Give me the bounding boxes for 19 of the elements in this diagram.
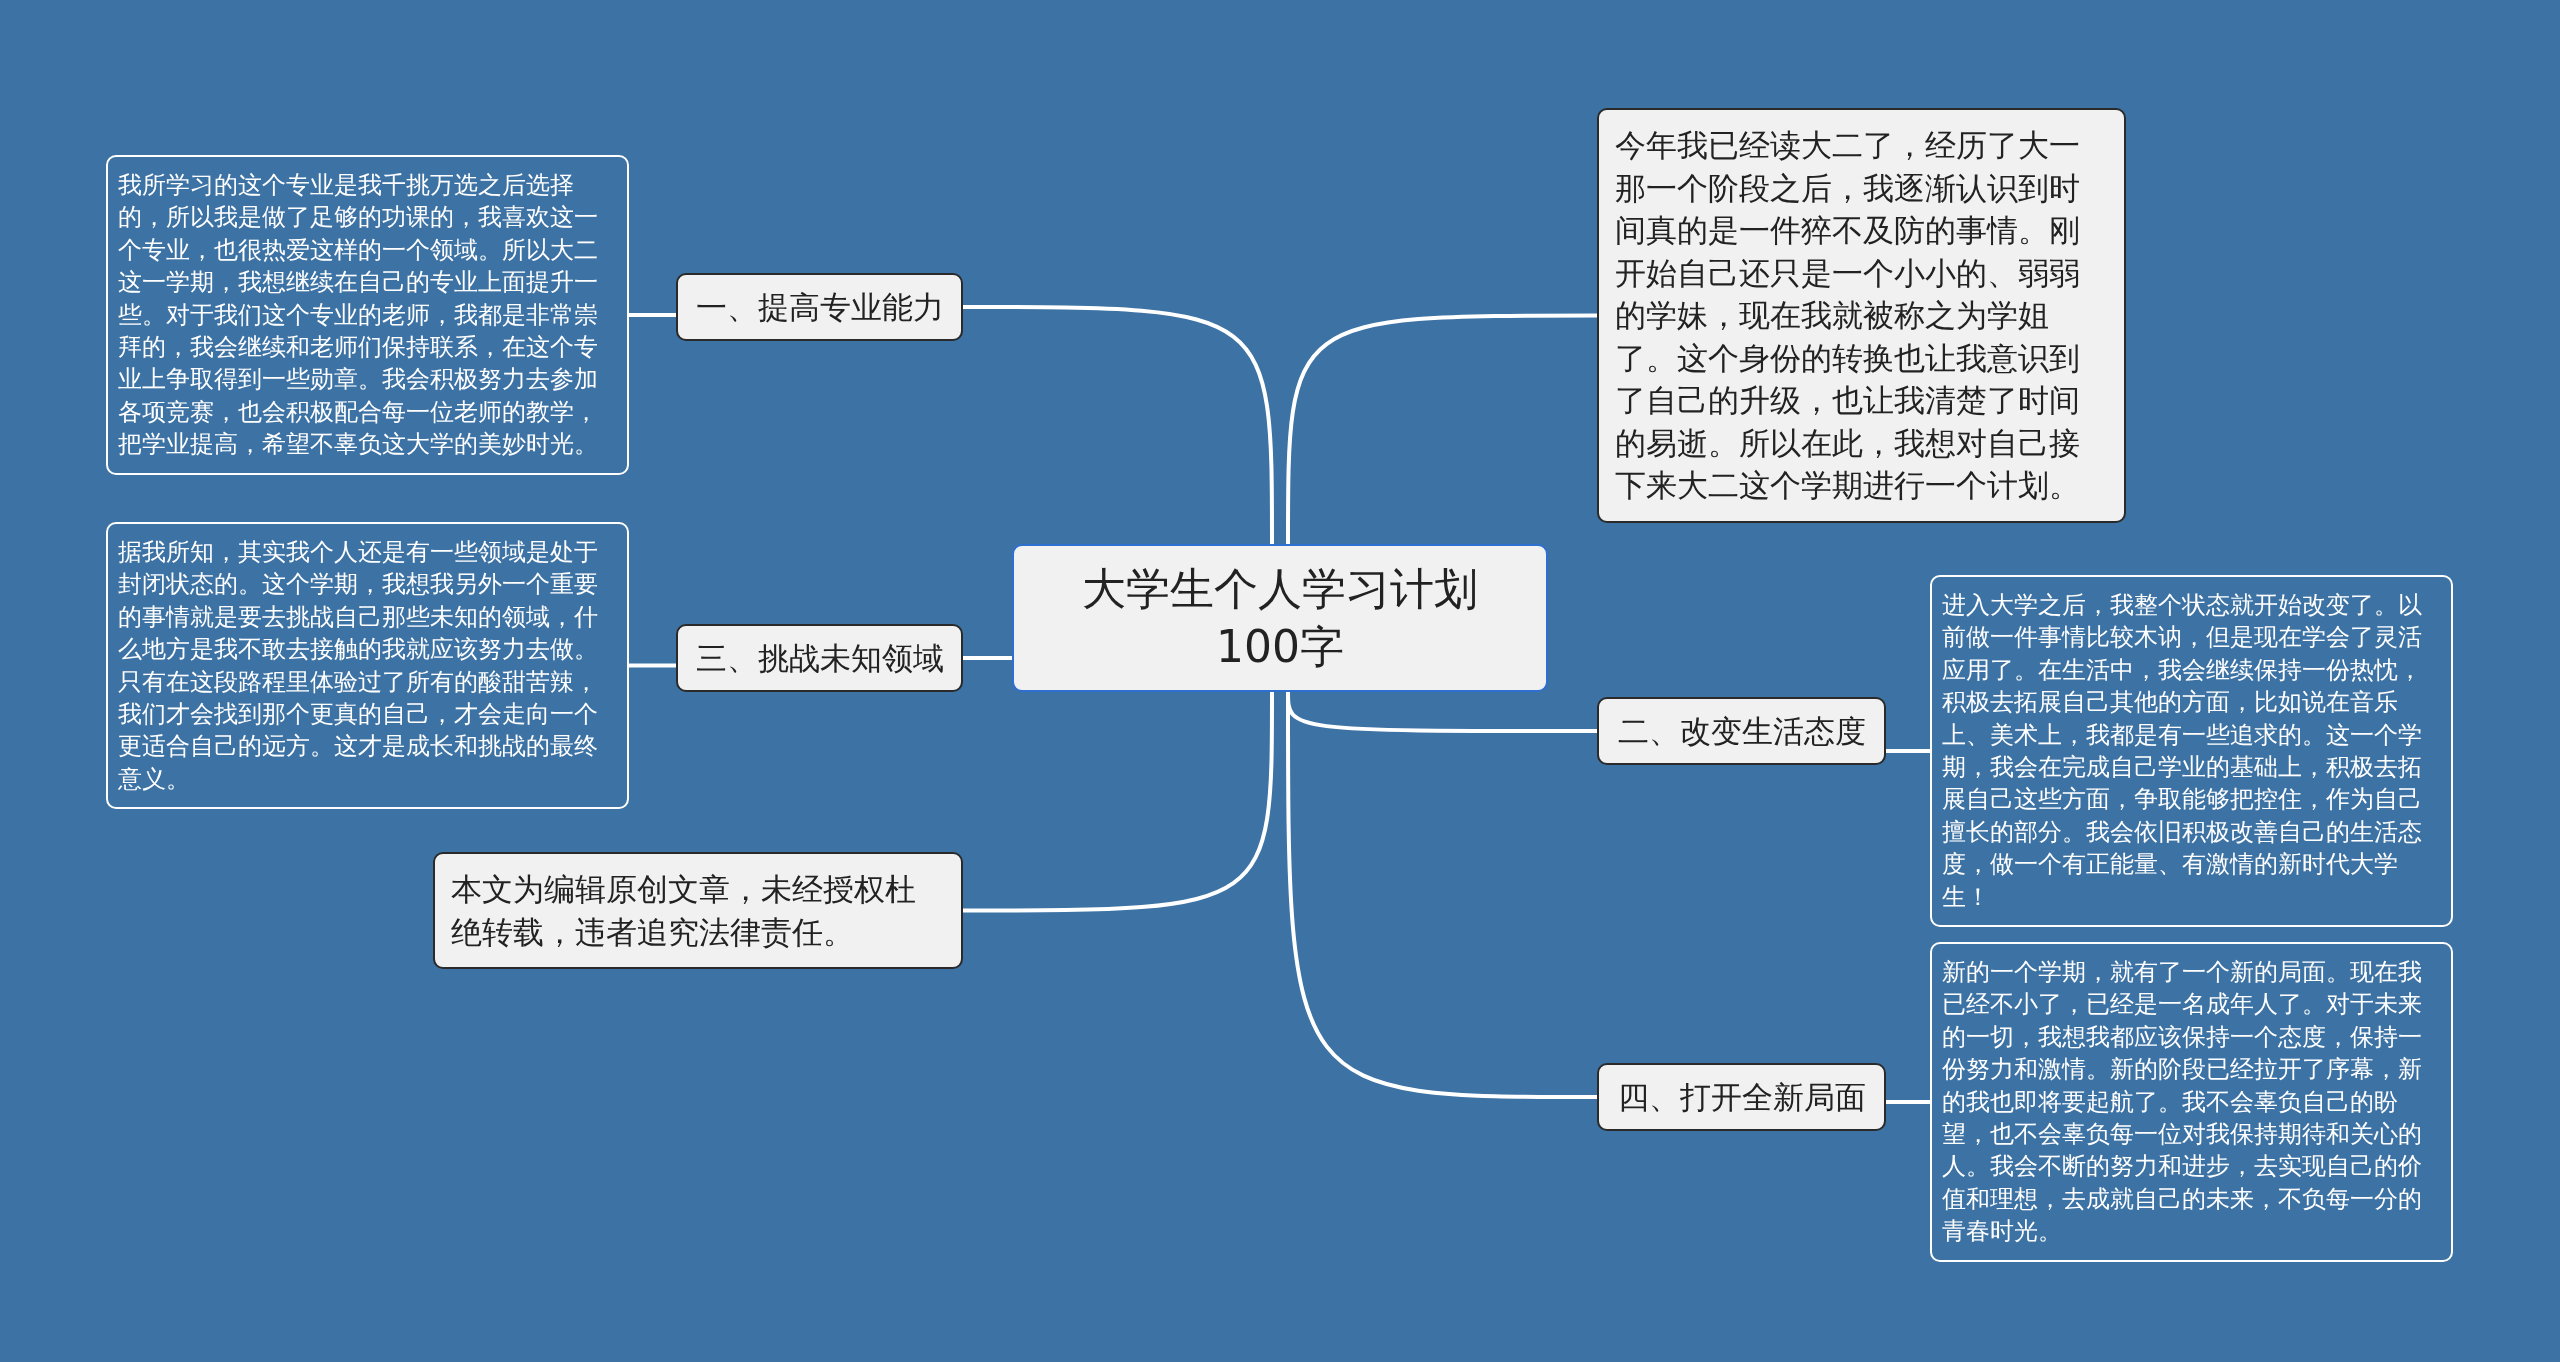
branch-topic-box: 二、改变生活态度 bbox=[1597, 697, 1886, 765]
connector-line bbox=[629, 313, 676, 317]
branch-topic-box: 三、挑战未知领域 bbox=[676, 624, 963, 692]
connector-line bbox=[963, 305, 1274, 544]
text-note-box: 新的一个学期，就有了一个新的局面。现在我已经不小了，已经是一名成年人了。对于未来的一切，我想我都应该保持一个态度，保持一份努力和激情。新的阶段已经拉开了序幕，新的我也即将要起航了。我不会辜负自己的盼望，也不会辜负每一位对我保持期待和关心的人。我会不断的努力和进步，去实现自己的价值和理想，去成就自己的未来，不负每一分的青春时光。 bbox=[1930, 942, 2453, 1262]
connector-line bbox=[629, 663, 676, 668]
text-card: 今年我已经读大二了，经历了大一那一个阶段之后，我逐渐认识到时间真的是一件猝不及防的事情。刚开始自己还只是一个小小的、弱弱的学妹，现在我就被称之为学姐了。这个身份的转换也让我意识到了自己的升级，也让我清楚了时间的易逝。所以在此，我想对自己接下来大二这个学期进行一个计划。 bbox=[1597, 108, 2126, 523]
text-note-box: 进入大学之后，我整个状态就开始改变了。以前做一件事情比较木讷，但是现在学会了灵活应用了。在生活中，我会继续保持一份热忱，积极去拓展自己其他的方面，比如说在音乐上、美术上，我都是有一些追求的。这一个学期，我会在完成自己学业的基础上，积极去拓展自己这些方面，争取能够把控住，作为自己擅长的部分。我会依旧积极改善自己的生活态度，做一个有正能量、有激情的新时代大学生！ bbox=[1930, 575, 2453, 928]
central-topic-box: 大学生个人学习计划100字 bbox=[1012, 544, 1548, 692]
branch-topic-box: 一、提高专业能力 bbox=[676, 273, 963, 341]
connector-line bbox=[963, 656, 1012, 660]
text-note-box: 我所学习的这个专业是我千挑万选之后选择的，所以我是做了足够的功课的，我喜欢这一个专业，也很热爱这样的一个领域。所以大二这一学期，我想继续在自己的专业上面提升一些。对于我们这个专业的老师，我都是非常崇拜的，我会继续和老师们保持联系，在这个专业上争取得到一些勋章。我会积极努力去参加各项竞赛，也会积极配合每一位老师的教学，把学业提高，希望不辜负这大学的美妙时光。 bbox=[106, 155, 629, 475]
text-card: 本文为编辑原创文章，未经授权杜绝转载，违者追究法律责任。 bbox=[433, 852, 963, 969]
connector-line bbox=[963, 692, 1274, 913]
connector-line bbox=[1886, 749, 1930, 753]
text-note-box: 据我所知，其实我个人还是有一些领域是处于封闭状态的。这个学期，我想我另外一个重要的事情就是要去挑战自己那些未知的领域，什么地方是我不敢去接触的我就应该努力去做。只有在这段路程里体验过了所有的酸甜苦辣，我们才会找到那个更真的自己，才会走向一个更适合自己的远方。这才是成长和挑战的最终意义。 bbox=[106, 522, 629, 810]
branch-topic-box: 四、打开全新局面 bbox=[1597, 1063, 1886, 1131]
connector-line bbox=[1886, 1100, 1930, 1104]
connector-line bbox=[1286, 313, 1597, 544]
